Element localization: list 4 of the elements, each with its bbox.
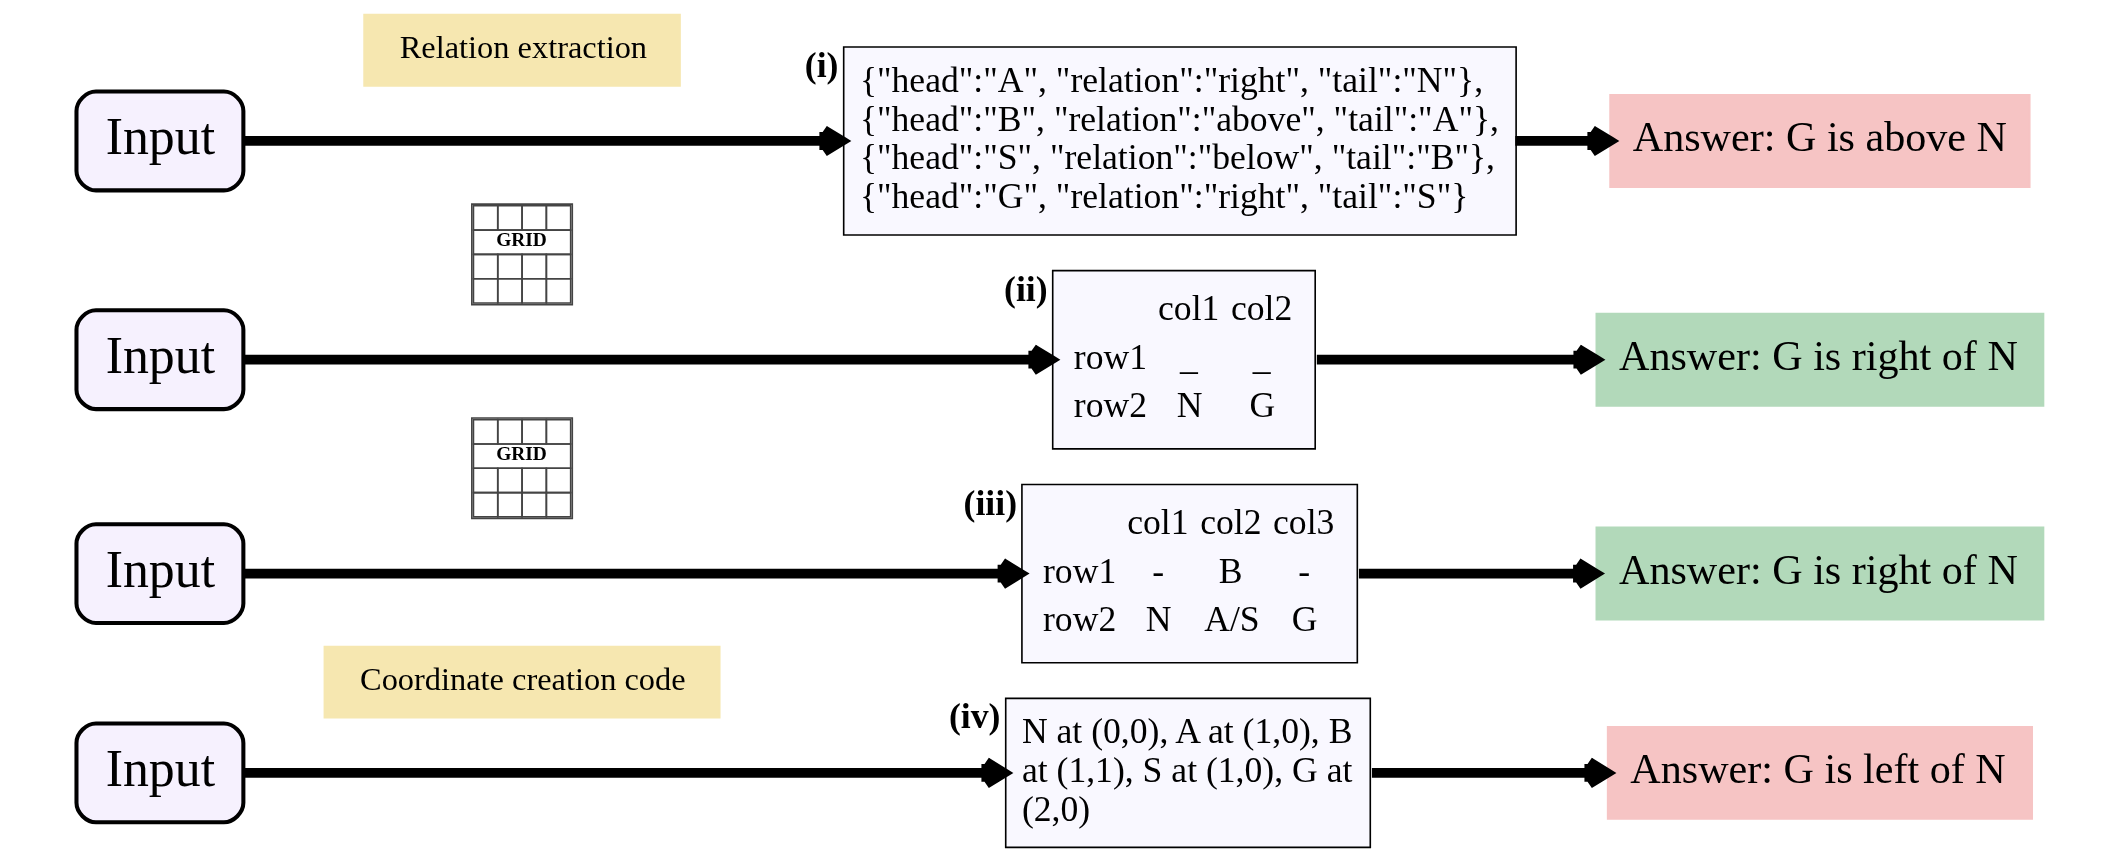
node-label: (ii) (1003, 268, 1048, 309)
node-label: (iii) (963, 482, 1017, 523)
node-label: (i) (804, 45, 838, 86)
node-label: (iv) (948, 696, 1000, 737)
